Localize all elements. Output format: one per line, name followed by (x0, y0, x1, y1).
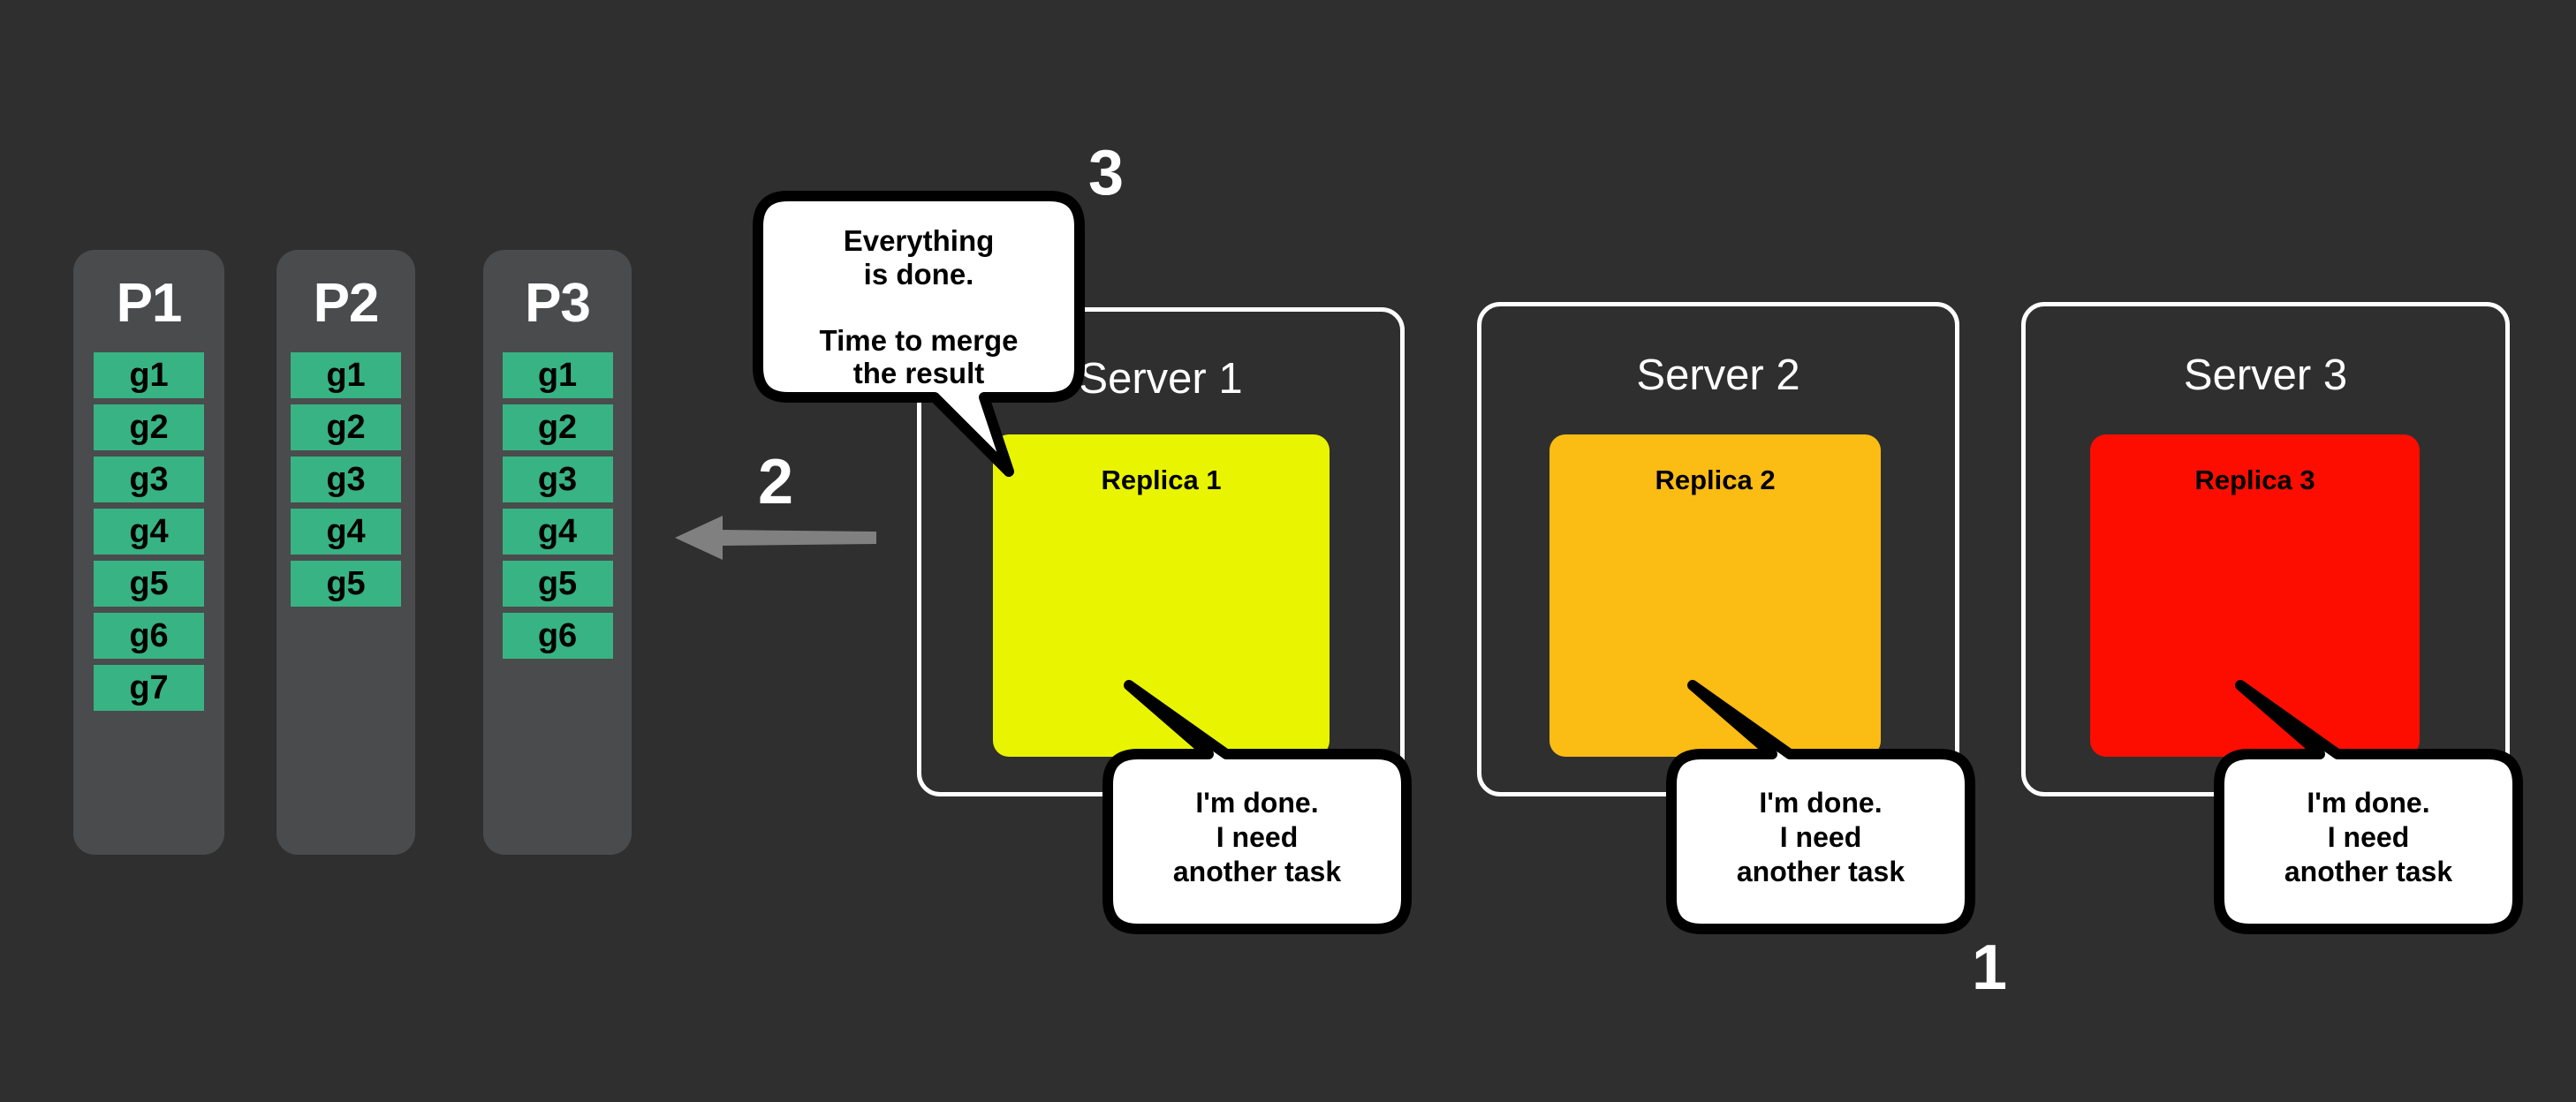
speech-bubble-done-3: I'm done. I need another task (2214, 680, 2523, 936)
server-label: Server 1 (1079, 355, 1243, 403)
partition-items: g1 g2 g3 g4 g5 g6 (483, 352, 632, 659)
step-number-two: 2 (758, 447, 794, 517)
speech-bubble-done-1: I'm done. I need another task (1102, 680, 1412, 936)
replica-label: Replica 1 (1101, 464, 1222, 495)
partition-title: P3 (525, 273, 591, 334)
task-chip: g2 (502, 404, 613, 450)
task-chip: g5 (502, 561, 613, 607)
server-label: Server 2 (1636, 351, 1800, 399)
partition-title: P1 (116, 273, 183, 334)
task-chip: g3 (291, 457, 401, 502)
task-chip: g3 (94, 457, 204, 502)
partition-column-p1: P1 g1 g2 g3 g4 g5 g6 g7 (73, 250, 224, 855)
partition-column-p2: P2 g1 g2 g3 g4 g5 (277, 250, 415, 855)
merge-arrow-icon (671, 512, 876, 563)
step-number-three: 3 (1088, 138, 1125, 208)
task-chip: g7 (94, 665, 204, 711)
task-chip: g1 (94, 352, 204, 398)
speech-bubble-text: Everything is done. Time to merge the re… (819, 224, 1019, 390)
task-chip: g4 (291, 509, 401, 555)
server-label: Server 3 (2183, 351, 2348, 399)
task-chip: g4 (94, 509, 204, 555)
task-chip: g2 (94, 404, 204, 450)
task-chip: g2 (291, 404, 401, 450)
task-chip: g3 (502, 457, 613, 502)
task-chip: g1 (291, 352, 401, 398)
partition-items: g1 g2 g3 g4 g5 g6 g7 (73, 352, 224, 711)
speech-bubble-merge: Everything is done. Time to merge the re… (753, 191, 1085, 482)
task-chip: g6 (94, 613, 204, 659)
replica-label: Replica 3 (2194, 464, 2315, 495)
speech-bubble-text: I'm done. I need another task (2284, 787, 2453, 888)
task-chip: g5 (291, 561, 401, 607)
speech-bubble-done-2: I'm done. I need another task (1666, 680, 1975, 936)
speech-bubble-text: I'm done. I need another task (1736, 787, 1905, 888)
partition-column-p3: P3 g1 g2 g3 g4 g5 g6 (483, 250, 632, 855)
replica-label: Replica 2 (1655, 464, 1776, 495)
task-chip: g4 (502, 509, 613, 555)
step-number-one: 1 (1972, 932, 2008, 1003)
speech-bubble-text: I'm done. I need another task (1172, 787, 1342, 888)
task-chip: g6 (502, 613, 613, 659)
partition-items: g1 g2 g3 g4 g5 (277, 352, 415, 607)
task-chip: g1 (502, 352, 613, 398)
task-chip: g5 (94, 561, 204, 607)
partition-title: P2 (313, 273, 380, 334)
